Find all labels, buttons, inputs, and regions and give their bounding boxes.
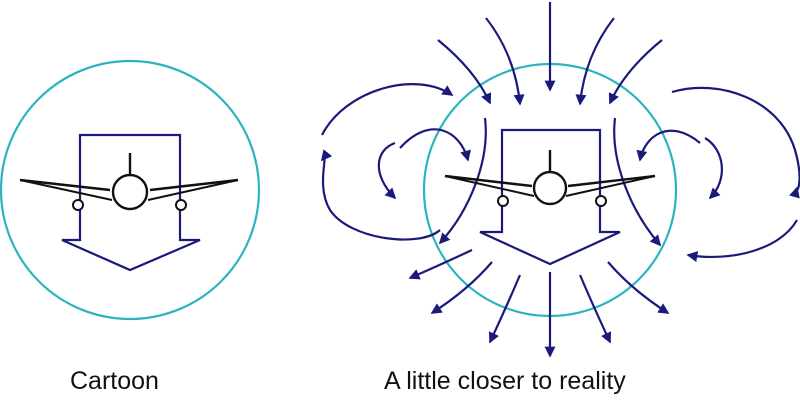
cartoon-downwash-arrow: [61, 133, 201, 272]
reality-panel: [320, 2, 800, 358]
flow-arrow: [321, 83, 454, 136]
cartoon-control-volume-circle: [0, 59, 261, 321]
flow-arrow: [399, 128, 471, 162]
flow-arrow: [320, 149, 441, 241]
flow-arrow: [408, 249, 473, 280]
flow-arrow: [377, 141, 397, 200]
flow-arrow: [686, 219, 798, 262]
flow-arrow: [613, 117, 662, 247]
cartoon-panel: [0, 59, 261, 321]
flow-arrow: [430, 261, 493, 314]
flow-arrow: [488, 274, 522, 344]
flow-arrow: [704, 137, 724, 200]
reality-aircraft-icon: [444, 150, 656, 207]
cartoon-aircraft-icon: [19, 153, 239, 211]
flow-arrow: [608, 39, 663, 105]
flow-arrow: [607, 261, 670, 314]
flow-arrow: [671, 86, 800, 199]
flow-arrow: [578, 274, 612, 344]
reality-caption: A little closer to reality: [384, 367, 626, 395]
cartoon-caption: Cartoon: [70, 367, 159, 395]
outflow-arrows-bottom: [408, 249, 670, 358]
outer-recirculation-arrows: [320, 83, 800, 262]
flow-arrow: [636, 129, 701, 162]
flow-arrow: [437, 39, 492, 105]
inflow-arrows-top: [437, 2, 663, 106]
flow-arrow: [485, 17, 525, 106]
flow-arrow: [575, 17, 615, 106]
reality-downwash-arrow: [479, 128, 621, 266]
